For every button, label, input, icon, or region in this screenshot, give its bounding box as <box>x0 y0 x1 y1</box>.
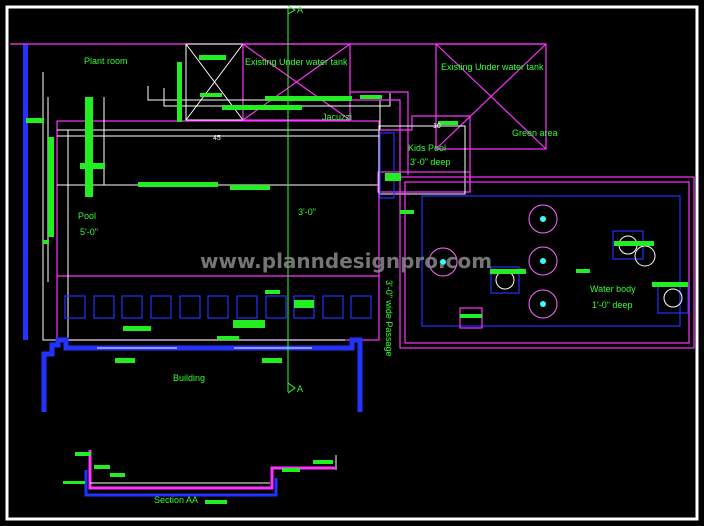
label-section: Section AA <box>154 495 198 505</box>
dim-45: 45 <box>213 135 221 142</box>
underwater-tank-2 <box>435 43 547 150</box>
label-passage: 3'-0" wide Passage <box>384 280 394 356</box>
section-aa <box>63 450 337 504</box>
pool-steps <box>64 295 372 319</box>
section-mark-bottom: A <box>297 384 303 394</box>
label-green-area: Green area <box>512 128 558 138</box>
label-pool-mid-depth: 3'-0" <box>298 207 316 217</box>
label-plant-room: Plant room <box>84 56 128 66</box>
label-pool: Pool <box>78 211 96 221</box>
boundary-wall <box>23 44 28 340</box>
drawing-frame <box>5 5 699 521</box>
label-tank-1: Existing Under water tank <box>245 57 348 67</box>
building <box>41 337 363 412</box>
dim-10: 10 <box>433 123 441 130</box>
label-kids-pool: Kids Pool <box>408 143 446 153</box>
fountain-icon <box>428 204 558 319</box>
annotation-tags <box>26 55 688 363</box>
watermark: www.planndesignpro.com <box>200 249 492 273</box>
label-tank-2: Existing Under water tank <box>441 62 544 72</box>
label-building: Building <box>173 373 205 383</box>
section-mark-top: A <box>297 5 303 15</box>
section-arrow-top <box>287 5 297 15</box>
section-arrow-bottom <box>287 382 296 394</box>
label-pool-depth: 5'-0" <box>80 227 98 237</box>
label-water-body: Water body <box>590 284 636 294</box>
label-jacuzzi: Jacuzzi <box>322 112 352 122</box>
label-water-body-depth: 1'-0" deep <box>592 300 632 310</box>
label-kids-pool-depth: 3'-0" deep <box>410 157 450 167</box>
